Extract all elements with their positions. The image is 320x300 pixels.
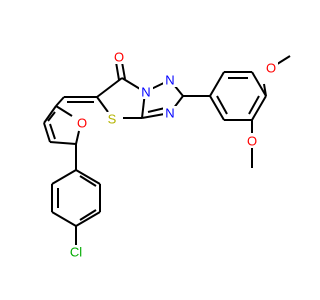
molecule-structure-diagram: O S N N N O O O Cl: [43, 50, 291, 260]
bond-cp-inner-c: [79, 175, 97, 187]
bond-furan-c4-c5: [49, 141, 77, 145]
bond-furan-c2-c3-inner: [47, 111, 56, 122]
chlorine-label: Cl: [70, 245, 82, 260]
thiazole-sulfur-label: S: [108, 112, 117, 127]
methoxy-oxygen-1-label: O: [266, 61, 276, 76]
bond-dp-4-5: [251, 95, 267, 121]
bond-furan-c5-o: [75, 130, 80, 145]
bond-cp-6-1: [75, 169, 101, 185]
triazole-n3-label: N: [165, 106, 174, 121]
bond-dp-inner-c: [216, 95, 228, 115]
furan-oxygen-label: O: [77, 116, 87, 131]
bond-furan-o-c2: [55, 105, 73, 117]
atom-label-layer: O S N N N O O O Cl: [66, 50, 278, 260]
triazole-n1-label: N: [141, 85, 150, 100]
bond-s-c5: [96, 96, 109, 113]
bond-dp-6-1: [209, 95, 225, 121]
bond-n3-c7a-inner: [147, 107, 166, 113]
bond-furan-c3-c4: [43, 122, 51, 143]
bond-c5-c6: [96, 77, 123, 98]
bond-c6-o-carbonyl-b: [121, 61, 126, 80]
carbonyl-oxygen-label: O: [114, 50, 124, 65]
bond-layer: [43, 55, 291, 246]
bond-cp-3-4: [51, 211, 77, 227]
triazole-n2-label: N: [165, 73, 174, 88]
bond-ch-furan: [55, 96, 65, 107]
bond-dp-1-2: [209, 71, 225, 97]
bond-dp-inner-b: [248, 95, 260, 115]
bond-c6-o-carbonyl-a: [115, 61, 120, 81]
bond-cp-inner-b: [79, 209, 97, 221]
methoxy-oxygen-2-label: O: [247, 134, 257, 149]
bond-furan-c3-c4-inner: [49, 123, 56, 140]
bond-cp-4-5: [75, 211, 101, 227]
bond-dp-3-4: [251, 71, 267, 97]
bond-c4-o-methoxy: [263, 83, 267, 97]
bond-cp-1-2: [51, 169, 77, 185]
bond-furan-c2-c3: [43, 105, 57, 124]
